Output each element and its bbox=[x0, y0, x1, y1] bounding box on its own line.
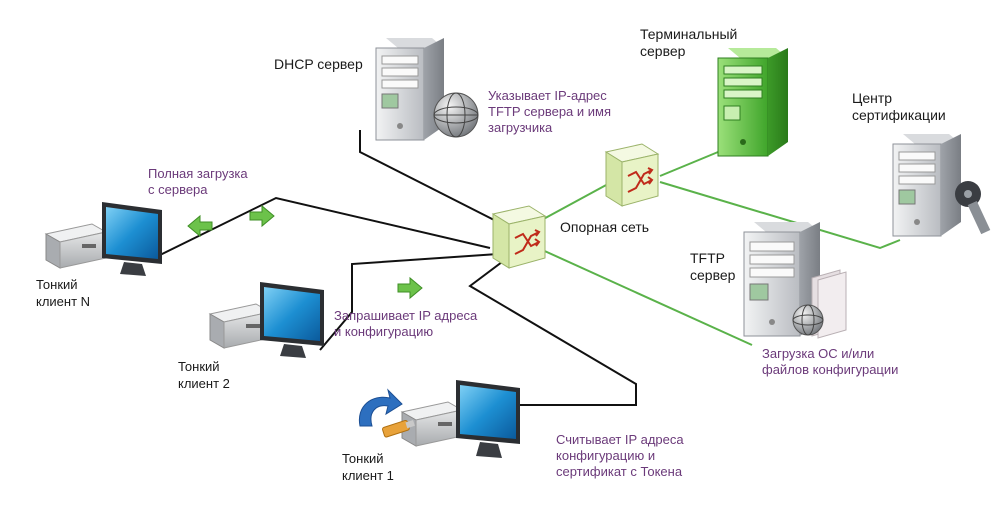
link-dhcp-switch bbox=[359, 130, 501, 224]
right-arrow-icon bbox=[397, 276, 423, 300]
right-arrow-icon bbox=[249, 204, 275, 228]
os-load-note: Загрузка ОС и/или файлов конфигурации bbox=[762, 346, 899, 377]
token-icon bbox=[382, 419, 415, 438]
thin-client-2-label: Тонкий клиент 2 bbox=[178, 359, 230, 391]
network-switch-icon[interactable] bbox=[491, 205, 547, 269]
refresh-arrow-icon bbox=[358, 388, 403, 427]
link-switch-terminal-switch bbox=[537, 183, 609, 223]
thin-client-2[interactable] bbox=[208, 282, 324, 358]
left-arrow-icon bbox=[187, 214, 213, 238]
monitor-icon bbox=[456, 380, 520, 458]
globe-icon bbox=[792, 304, 824, 336]
monitor-icon bbox=[260, 282, 324, 358]
tftp-server-label: TFTP сервер bbox=[690, 250, 736, 283]
thin-client-1-label: Тонкий клиент 1 bbox=[342, 451, 394, 483]
thin-client-box-icon bbox=[44, 223, 108, 269]
link-backbone-ca bbox=[659, 181, 901, 250]
thin-client-1[interactable] bbox=[400, 380, 520, 458]
black-links bbox=[159, 130, 637, 406]
key-icon bbox=[955, 181, 991, 235]
thin-client-n-label: Тонкий клиент N bbox=[36, 277, 91, 309]
link-client-n-switch bbox=[159, 196, 491, 256]
thin-client-box-icon bbox=[208, 303, 272, 349]
link-client-1-switch bbox=[468, 255, 637, 406]
link-switch-tftp bbox=[537, 247, 753, 346]
dhcp-note: Указывает IP-адрес TFTP сервера и имя за… bbox=[488, 88, 612, 135]
terminal-server-icon[interactable] bbox=[717, 48, 788, 157]
monitor-icon bbox=[102, 202, 162, 276]
globe-icon bbox=[433, 92, 479, 138]
network-switch-icon[interactable] bbox=[604, 143, 660, 207]
dhcp-server-icon[interactable] bbox=[375, 38, 444, 141]
green-links bbox=[537, 144, 901, 346]
ca-label: Центр сертификации bbox=[852, 90, 946, 123]
dhcp-server-label: DHCP сервер bbox=[274, 56, 363, 72]
full-boot-note: Полная загрузка с сервера bbox=[148, 166, 248, 197]
backbone-label: Опорная сеть bbox=[560, 219, 650, 235]
ca-server-icon[interactable] bbox=[892, 134, 961, 237]
terminal-server-label: Терминальный сервер bbox=[640, 26, 738, 59]
reads-ip-note: Считывает IP адреса конфигурацию и серти… bbox=[556, 432, 684, 479]
link-client-2-switch bbox=[319, 253, 499, 351]
thin-client-n[interactable] bbox=[44, 202, 162, 276]
request-ip-note: Запрашивает IP адреса и конфигурацию bbox=[334, 308, 478, 339]
